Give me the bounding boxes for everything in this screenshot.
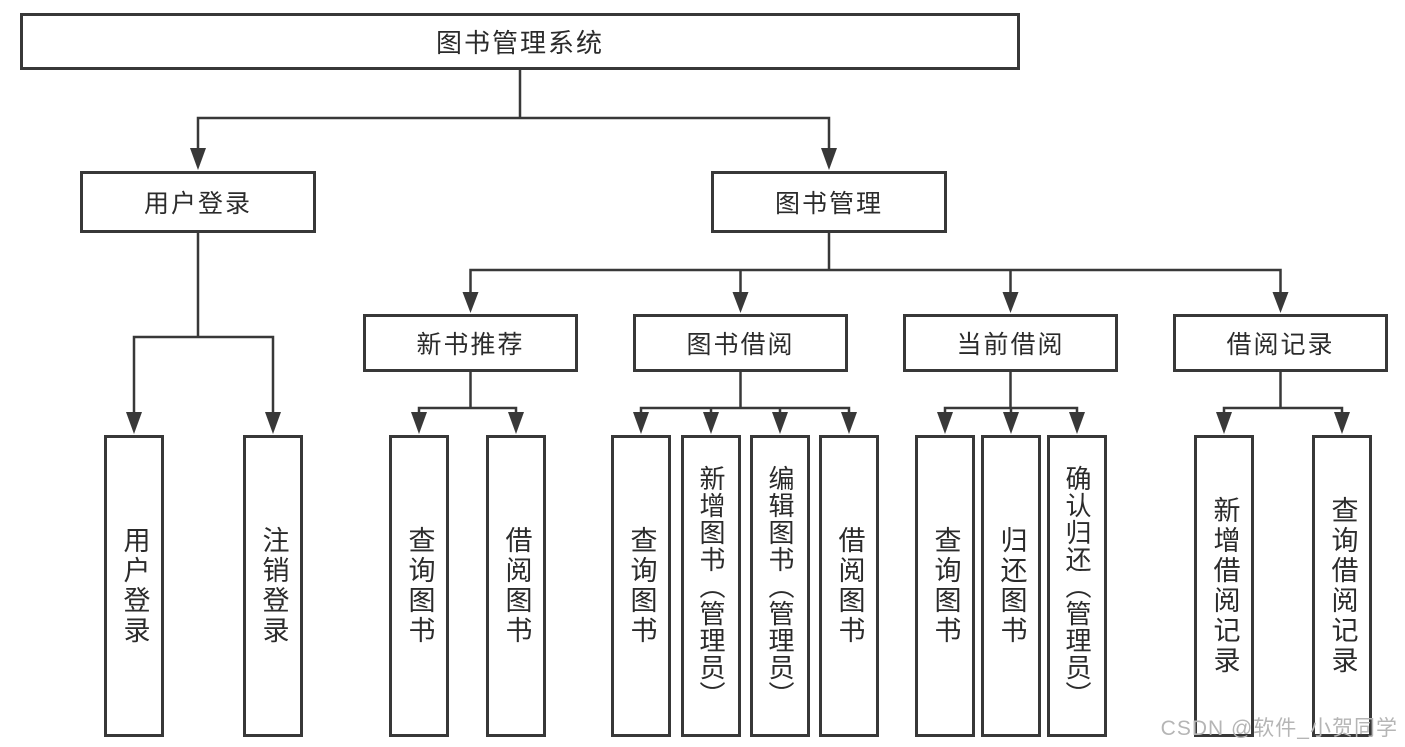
node-borrow-books-2: 借阅图书	[819, 435, 879, 737]
node-label: 新书推荐	[416, 331, 525, 359]
node-label: 借阅图书	[501, 526, 532, 646]
node-current-borrowing: 当前借阅	[903, 314, 1118, 372]
node-label: 注销登录	[258, 526, 289, 646]
node-label: 新增借阅记录	[1209, 496, 1240, 676]
node-confirm-return-admin: 确认归还（管理员）	[1047, 435, 1107, 737]
node-label: 编辑图书（管理员）	[765, 464, 795, 708]
node-book-management-branch: 图书管理	[711, 171, 947, 233]
node-label: 查询图书	[930, 526, 961, 646]
node-label: 归还图书	[996, 526, 1027, 646]
node-add-borrow-record: 新增借阅记录	[1194, 435, 1254, 737]
node-logout: 注销登录	[243, 435, 303, 737]
node-query-books-2: 查询图书	[611, 435, 671, 737]
node-label: 确认归还（管理员）	[1062, 464, 1092, 708]
node-label: 图书借阅	[686, 331, 795, 359]
csdn-watermark: CSDN @软件_小贺同学	[1160, 717, 1398, 740]
node-return-books: 归还图书	[981, 435, 1041, 737]
node-label: 图书管理	[774, 190, 883, 218]
node-add-books-admin: 新增图书（管理员）	[681, 435, 741, 737]
node-query-borrow-record: 查询借阅记录	[1312, 435, 1372, 737]
node-label: 借阅图书	[834, 526, 865, 646]
node-label: 新增图书（管理员）	[696, 464, 726, 708]
node-user-login-branch: 用户登录	[80, 171, 316, 233]
node-label: 图书管理系统	[435, 28, 604, 58]
node-edit-books-admin: 编辑图书（管理员）	[750, 435, 810, 737]
node-label: 查询图书	[626, 526, 657, 646]
node-label: 用户登录	[143, 190, 252, 218]
node-label: 用户登录	[119, 526, 150, 646]
node-borrow-books-1: 借阅图书	[486, 435, 546, 737]
node-borrowing-records: 借阅记录	[1173, 314, 1388, 372]
node-book-borrowing: 图书借阅	[633, 314, 848, 372]
node-label: 查询图书	[404, 526, 435, 646]
node-query-books-1: 查询图书	[389, 435, 449, 737]
node-label: 当前借阅	[956, 331, 1065, 359]
node-label: 查询借阅记录	[1327, 496, 1358, 676]
node-label: 借阅记录	[1226, 331, 1335, 359]
node-query-books-3: 查询图书	[915, 435, 975, 737]
node-new-book-recommendation: 新书推荐	[363, 314, 578, 372]
node-user-login: 用户登录	[104, 435, 164, 737]
node-library-management-system: 图书管理系统	[20, 13, 1020, 70]
